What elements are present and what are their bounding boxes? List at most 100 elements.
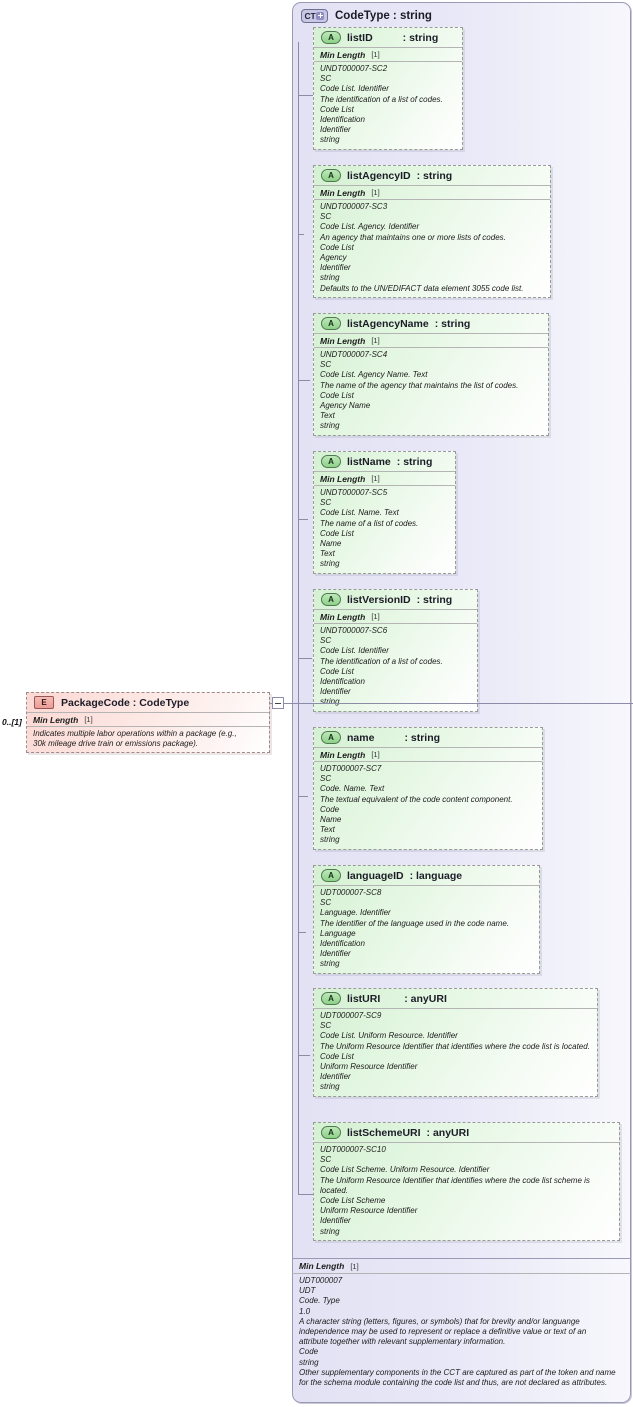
doc-line: string: [320, 421, 340, 431]
doc-line: The identification of a list of codes.: [320, 656, 443, 666]
facet-cardinality: [1]: [371, 612, 380, 621]
doc-line: Code List. Agency. Identifier: [320, 222, 420, 232]
facet-cardinality: [1]: [371, 474, 380, 483]
attribute-box-listid[interactable]: A listID : string Min Length [1] UNDT000…: [313, 27, 463, 150]
expand-plus-icon[interactable]: [316, 11, 325, 20]
attribute-header: A listID : string: [314, 28, 462, 47]
attribute-header: A languageID : language: [314, 866, 539, 885]
element-header: E PackageCode : CodeType: [27, 693, 269, 712]
doc-line: Uniform Resource Identifier: [320, 1062, 418, 1072]
attribute-name: name: [347, 731, 375, 744]
attribute-documentation: UNDT000007-SC2 SC Code List. Identifier …: [314, 61, 462, 149]
facet-cardinality: [1]: [84, 715, 93, 724]
doc-line: Language: [320, 928, 356, 938]
doc-line: Uniform Resource Identifier: [320, 1206, 418, 1216]
doc-line: Identification: [320, 677, 365, 687]
attribute-name: listID: [347, 31, 373, 44]
doc-line: Name: [320, 815, 342, 825]
attribute-badge-icon: A: [321, 169, 341, 182]
doc-line: The Uniform Resource Identifier that ide…: [320, 1041, 590, 1051]
doc-line: Indicates multiple labor operations with…: [33, 729, 237, 738]
facet-cardinality: [1]: [371, 188, 380, 197]
doc-line: string: [320, 273, 340, 283]
tree-branch-listname: [298, 519, 308, 520]
doc-line: Agency Name: [320, 401, 371, 411]
attribute-facet-row: Min Length [1]: [314, 185, 550, 199]
doc-line: string: [320, 135, 340, 145]
tree-branch-languageid: [298, 932, 306, 933]
attribute-badge-icon: A: [321, 317, 341, 330]
complex-type-badge[interactable]: CT: [301, 8, 328, 23]
attribute-box-listname[interactable]: A listName : string Min Length [1] UNDT0…: [313, 451, 456, 574]
doc-line: The name of the agency that maintains th…: [320, 380, 519, 390]
doc-line: Identification: [320, 115, 365, 125]
facet-label: Min Length: [320, 473, 366, 484]
doc-line: string: [320, 1226, 340, 1236]
attribute-name: languageID: [347, 869, 404, 882]
doc-line: A character string (letters, figures, or…: [299, 1316, 587, 1347]
attribute-name: listURI: [347, 992, 381, 1005]
doc-line: UDT000007-SC9: [320, 1011, 382, 1020]
connector-line-right: [284, 702, 633, 704]
attribute-name: listName: [347, 455, 391, 468]
doc-line: UNDT000007-SC6: [320, 626, 388, 635]
attribute-name: listAgencyID: [347, 169, 411, 182]
attribute-box-listschemeuri[interactable]: A listSchemeURI : anyURI UDT000007-SC10 …: [313, 1122, 620, 1241]
doc-line: Identifier: [320, 125, 351, 135]
type-documentation: UDT000007 UDT Code. Type 1.0 A character…: [292, 1273, 631, 1391]
doc-line: string: [320, 835, 340, 845]
attribute-header: A name : string: [314, 728, 542, 747]
attribute-box-languageid[interactable]: A languageID : language UDT000007-SC8 SC…: [313, 865, 540, 974]
doc-line: UDT000007-SC7: [320, 764, 382, 773]
doc-line: SC: [320, 498, 332, 508]
attribute-box-name[interactable]: A name : string Min Length [1] UDT000007…: [313, 727, 543, 850]
attribute-facet-row: Min Length [1]: [314, 333, 548, 347]
attribute-header: A listSchemeURI : anyURI: [314, 1123, 619, 1142]
doc-line: 30k mileage drive train or emissions pac…: [33, 739, 198, 749]
doc-line: Code List Scheme. Uniform Resource. Iden…: [320, 1165, 490, 1175]
tree-spine: [298, 42, 299, 1195]
attribute-box-listuri[interactable]: A listURI : anyURI UDT000007-SC9 SC Code…: [313, 988, 598, 1097]
element-title: PackageCode : CodeType: [61, 696, 190, 709]
attribute-documentation: UDT000007-SC7 SC Code. Name. Text The te…: [314, 761, 542, 849]
doc-line: Code List. Identifier: [320, 84, 389, 94]
complex-type-badge-label: CT: [304, 10, 316, 21]
doc-line: SC: [320, 636, 332, 646]
tree-branch-listagencyid: [298, 234, 304, 235]
doc-line: UDT: [299, 1286, 316, 1296]
doc-line: Code List. Agency Name. Text: [320, 370, 428, 380]
tree-branch-name: [298, 796, 308, 797]
attribute-documentation: UNDT000007-SC3 SC Code List. Agency. Ide…: [314, 199, 550, 297]
facet-label: Min Length: [320, 49, 366, 60]
element-documentation: Indicates multiple labor operations with…: [27, 726, 269, 752]
doc-line: string: [320, 559, 340, 569]
attribute-header: A listAgencyName : string: [314, 314, 548, 333]
doc-line: UNDT000007-SC5: [320, 488, 388, 497]
attribute-box-listversionid[interactable]: A listVersionID : string Min Length [1] …: [313, 589, 478, 712]
attribute-name: listVersionID: [347, 593, 411, 606]
doc-line: Code List: [320, 390, 354, 400]
doc-line: Code. Type: [299, 1296, 340, 1306]
doc-line: Text: [320, 549, 335, 559]
doc-line: Text: [320, 411, 335, 421]
doc-line: string: [299, 1357, 319, 1367]
facet-cardinality: [1]: [371, 50, 380, 59]
doc-line: Code. Name. Text: [320, 784, 385, 794]
attribute-header: A listVersionID : string: [314, 590, 477, 609]
doc-line: Code: [320, 804, 340, 814]
doc-line: 1.0: [299, 1306, 311, 1316]
tree-branch-listagencyname: [298, 380, 310, 381]
doc-line: string: [320, 959, 340, 969]
doc-line: Code List Scheme: [320, 1196, 386, 1206]
collapse-toggle-button[interactable]: [272, 697, 284, 709]
attribute-box-listagencyid[interactable]: A listAgencyID : string Min Length [1] U…: [313, 165, 551, 298]
doc-line: Identification: [320, 939, 365, 949]
attribute-facet-row: Min Length [1]: [314, 47, 462, 61]
element-box-packagecode[interactable]: E PackageCode : CodeType Min Length [1] …: [26, 692, 270, 754]
facet-cardinality: [1]: [371, 750, 380, 759]
attribute-type: : string: [396, 455, 433, 468]
attribute-documentation: UDT000007-SC8 SC Language. Identifier Th…: [314, 885, 539, 973]
attribute-box-listagencyname[interactable]: A listAgencyName : string Min Length [1]…: [313, 313, 549, 436]
doc-line: SC: [320, 1021, 332, 1031]
doc-line: The Uniform Resource Identifier that ide…: [320, 1175, 590, 1195]
